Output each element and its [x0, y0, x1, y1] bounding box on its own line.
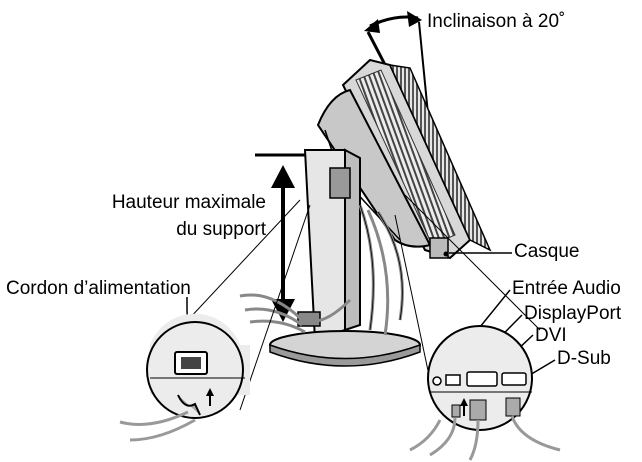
stand-base — [269, 330, 421, 367]
height-label-line1: Hauteur maximale — [111, 192, 266, 213]
tilt-label: Inclinaison à 20˚ — [427, 11, 566, 32]
audio-in-label: Entrée Audio — [512, 278, 621, 299]
height-label-line2: du support — [176, 219, 266, 240]
displayport-label: DisplayPort — [524, 303, 622, 324]
monitor-housing — [316, 58, 492, 260]
dvi-label: DVI — [535, 325, 567, 346]
dsub-label: D-Sub — [557, 348, 611, 369]
stand-pole — [297, 148, 361, 342]
power-cord-label: Cordon d’alimentation — [6, 278, 191, 299]
power-detail-inset — [119, 313, 250, 442]
height-arrow — [271, 165, 295, 322]
cable-outlines — [359, 204, 403, 331]
headphones-label: Casque — [514, 241, 580, 262]
connector-detail-inset — [409, 325, 561, 461]
